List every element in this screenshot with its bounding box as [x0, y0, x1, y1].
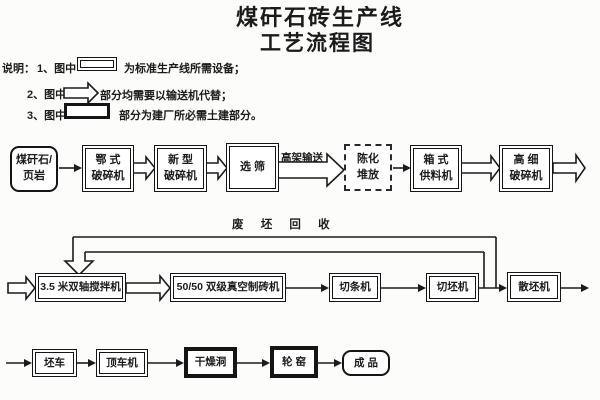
legend-standard-box-icon	[77, 57, 117, 71]
node-raw-material: 煤矸石/ 页岩	[10, 146, 58, 192]
recycle-down-arrow	[63, 237, 95, 277]
arrow-mixer-to-brick-machine	[125, 273, 172, 303]
recycle-return-lines	[73, 236, 497, 288]
arrow-pusher-to-drying-tunnel	[148, 359, 184, 367]
arrow-drying-tunnel-to-kiln	[237, 359, 270, 367]
node-box-feeder: 箱 式 供料机	[410, 145, 462, 192]
node-jaw-crusher: 鄂 式 破碎机	[82, 145, 134, 192]
legend-item3-label: 3、图中	[27, 110, 67, 122]
node-drying-tunnel: 干燥洞	[184, 347, 237, 378]
node-aging-stockpile: 陈化 堆放	[344, 144, 392, 191]
legend-civil-box-icon	[64, 103, 110, 119]
page-title-line2: 工艺流程图	[260, 32, 375, 55]
node-finished-product: 成 品	[342, 350, 390, 376]
node-cart-pusher: 顶车机	[96, 349, 148, 377]
arrow-kiln-to-product	[318, 359, 342, 367]
arrow-new-crusher-to-sieve	[205, 154, 229, 182]
arrow-row2-entry	[7, 274, 37, 302]
node-blank-cart: 坯车	[32, 349, 77, 377]
page-title-line1: 煤矸石砖生产线	[235, 5, 404, 30]
elevated-conveyor-label: 高架输送	[281, 152, 323, 164]
legend-conveyor-arrow-icon	[63, 81, 100, 105]
arrow-blank-cutter-to-blank-spreader	[479, 284, 507, 292]
arrow-strip-cutter-to-blank-cutter	[381, 284, 426, 292]
node-fine-crusher: 高 细 破碎机	[499, 145, 553, 192]
node-vacuum-brick-machine: 50/50 双级真空制砖机	[170, 273, 286, 302]
arrow-aging-to-box-feeder	[393, 164, 411, 172]
node-sieve: 选 筛	[226, 143, 279, 192]
arrow-cart-to-pusher	[77, 359, 96, 367]
arrow-row3-entry	[6, 359, 32, 367]
legend-heading: 说明：	[2, 63, 35, 75]
arrow-material-to-jaw-crusher	[59, 164, 82, 172]
node-twin-shaft-mixer: 3.5 米双轴搅拌机	[35, 273, 126, 302]
legend-item2-label: 2、图中	[27, 89, 67, 101]
node-new-crusher: 新 型 破碎机	[154, 145, 207, 192]
node-ring-kiln: 轮 窑	[270, 346, 318, 378]
legend-item3-desc: 部分为建厂所必需土建部分。	[119, 110, 262, 122]
arrow-fine-crusher-exit	[552, 152, 586, 184]
node-strip-cutter: 切条机	[329, 273, 381, 302]
arrow-brick-machine-to-strip-cutter	[286, 284, 329, 292]
node-blank-cutter: 切坯机	[426, 273, 479, 302]
legend-item1-desc: 为标准生产线所需设备；	[124, 63, 245, 75]
node-blank-spreader: 散坯机	[507, 272, 561, 302]
arrow-sieve-to-aging-elevated-conveyor	[277, 152, 346, 188]
arrow-feeder-to-fine-crusher	[460, 153, 501, 183]
legend-item2-desc: 部分均需要以输送机代替；	[100, 90, 232, 102]
legend-item1-label: 1、图中	[37, 63, 77, 75]
arrow-jaw-to-new-crusher	[132, 154, 157, 182]
arrow-blank-spreader-exit	[561, 284, 589, 292]
waste-recycle-label: 废 坯 回 收	[232, 219, 337, 231]
